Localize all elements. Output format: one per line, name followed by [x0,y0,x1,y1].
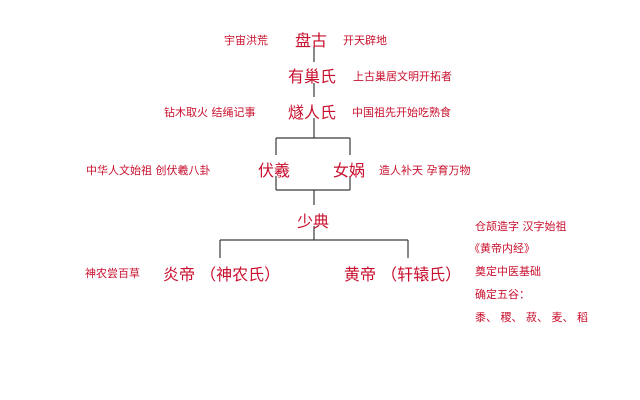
node-fuxi: 伏羲 [258,161,291,180]
note-yandi-left: 神农尝百草 [85,267,140,280]
note-huangdi-line-3: 奠定中医基础 [475,265,541,278]
note-fuxi-left: 中华人文始祖 创伏羲八卦 [86,164,211,177]
node-huangdi: 黄帝 （轩辕氏） [344,265,462,284]
node-shaodian: 少典 [297,212,330,231]
note-pangu-left: 宇宙洪荒 [224,34,268,47]
note-huangdi-line-5: 黍、 稷、 菽、 麦、 稻 [475,311,588,324]
note-pangu-right: 开天辟地 [343,34,387,47]
note-suiren-right: 中国祖先开始吃熟食 [352,106,451,119]
note-huangdi-line-2: 《黄帝内经》 [469,242,535,255]
node-suiren: 燧人氏 [288,103,337,122]
note-youchao-right: 上古巢居文明开拓者 [353,70,452,83]
note-huangdi-line-1: 仓颉造字 汉字始祖 [475,220,567,233]
node-youchao: 有巢氏 [288,67,337,86]
node-pangu: 盘古 [295,31,328,50]
node-yandi: 炎帝 （神农氏） [163,265,281,284]
note-nuwa-right: 造人补天 孕育万物 [379,164,471,177]
note-huangdi-line-4: 确定五谷： [475,288,530,301]
node-nuwa: 女娲 [333,161,366,180]
note-suiren-left: 钻木取火 结绳记事 [164,106,256,119]
